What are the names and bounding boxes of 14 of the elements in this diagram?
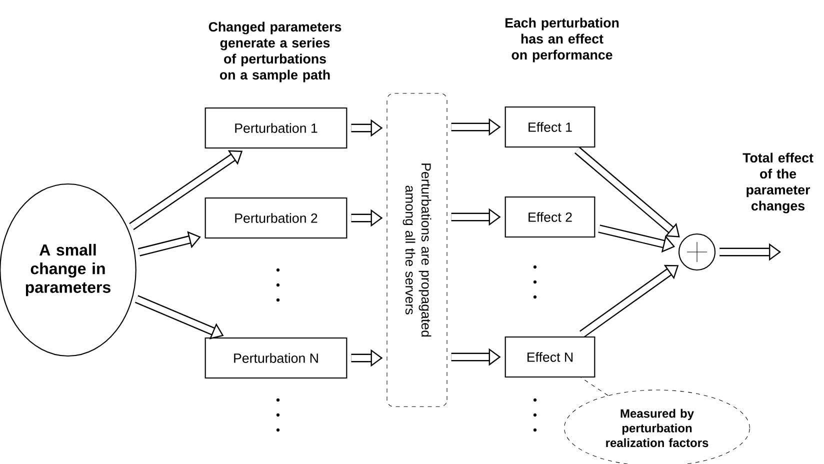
process-box: Perturbation N	[204, 337, 348, 379]
dashed-box: Perturbations are propagated among all the servers	[386, 93, 448, 407]
heading-text: Changed parameters generate a series of perturbations on a sample path	[208, 22, 342, 82]
process-box: Effect 1	[504, 106, 596, 148]
process-box: Perturbation 1	[204, 107, 348, 149]
sum-circle	[678, 233, 716, 271]
callout-tail	[580, 377, 608, 396]
process-box: Effect 2	[504, 196, 596, 238]
heading-text: Total effect of the parameter changes	[742, 152, 814, 214]
process-box: Effect N	[504, 336, 596, 378]
block-arrow	[574, 146, 680, 238]
heading-text: Each perturbation has an effect on performance	[506, 18, 619, 62]
block-arrow	[138, 231, 201, 256]
process-box: Perturbation 2	[204, 197, 348, 239]
